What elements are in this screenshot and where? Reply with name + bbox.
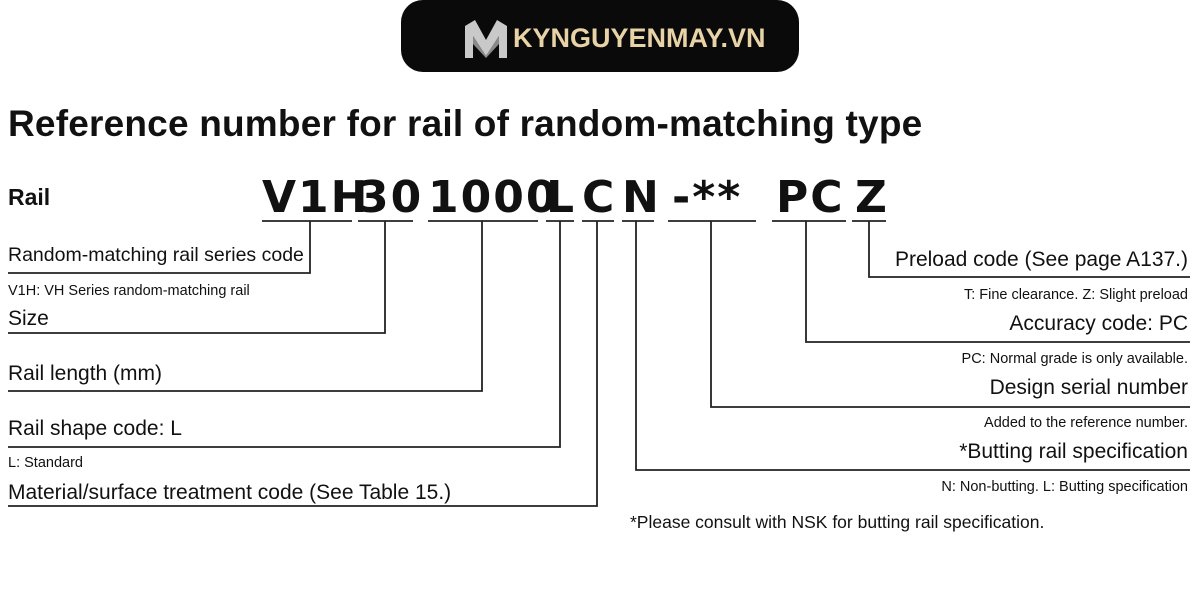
leader-design bbox=[710, 221, 1190, 408]
label-series-code: Random-matching rail series code bbox=[8, 244, 304, 266]
code-material: C bbox=[582, 172, 617, 223]
sub-accuracy-code: PC: Normal grade is only available. bbox=[961, 351, 1188, 367]
code-length: 1000 bbox=[428, 172, 559, 223]
code-accuracy: PC bbox=[776, 172, 845, 223]
code-size: 30 bbox=[358, 172, 424, 223]
leader-size bbox=[8, 221, 386, 334]
leader-length bbox=[8, 221, 483, 392]
label-size: Size bbox=[8, 307, 49, 330]
leader-accuracy bbox=[805, 221, 1190, 343]
brand-logo-banner: KYNGUYENMAY.VN bbox=[401, 0, 799, 72]
label-preload-code: Preload code (See page A137.) bbox=[894, 248, 1188, 271]
label-rail-shape: Rail shape code: L bbox=[8, 417, 182, 440]
label-design-serial: Design serial number bbox=[989, 376, 1188, 399]
page-title: Reference number for rail of random-matc… bbox=[8, 103, 923, 144]
leader-shape bbox=[8, 221, 561, 448]
sub-series-code: V1H: VH Series random-matching rail bbox=[8, 283, 250, 299]
sub-design-serial: Added to the reference number. bbox=[984, 415, 1188, 431]
brand-site-name: KYNGUYENMAY.VN bbox=[513, 23, 766, 53]
code-preload: Z bbox=[855, 172, 889, 223]
leader-preload bbox=[868, 221, 1190, 278]
leader-material bbox=[8, 221, 598, 507]
code-butting: N bbox=[622, 172, 661, 223]
code-shape: L bbox=[546, 172, 577, 223]
sub-rail-shape: L: Standard bbox=[8, 455, 83, 471]
sub-preload-code: T: Fine clearance. Z: Slight preload bbox=[963, 287, 1188, 303]
label-accuracy-code: Accuracy code: PC bbox=[1009, 312, 1188, 335]
label-material: Material/surface treatment code (See Tab… bbox=[8, 481, 452, 504]
km-logo-icon bbox=[465, 20, 507, 58]
rail-label: Rail bbox=[8, 184, 51, 210]
footnote: *Please consult with NSK for butting rai… bbox=[630, 512, 1045, 532]
label-butting-spec: *Butting rail specification bbox=[959, 440, 1188, 463]
code-series: V1H bbox=[262, 172, 370, 223]
label-rail-length: Rail length (mm) bbox=[8, 362, 163, 385]
code-design: -** bbox=[672, 172, 743, 223]
leader-series bbox=[8, 221, 311, 274]
leader-butting bbox=[635, 221, 1190, 471]
sub-butting-spec: N: Non-butting. L: Butting specification bbox=[941, 479, 1188, 495]
